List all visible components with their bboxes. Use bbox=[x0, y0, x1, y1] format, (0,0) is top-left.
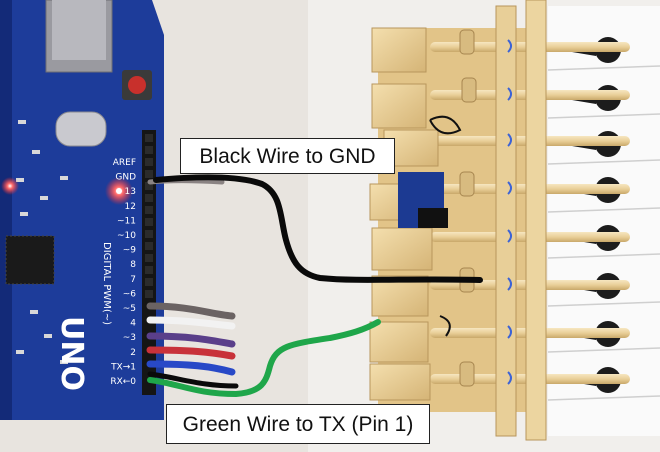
board-header-label: DIGITAL PWM(~) bbox=[101, 242, 112, 325]
callout-black-wire-gnd: Black Wire to GND bbox=[180, 138, 395, 174]
arduino-board bbox=[0, 0, 164, 420]
vertical-rail-left bbox=[495, 5, 517, 437]
microcontroller-chip bbox=[6, 236, 54, 284]
pin-label: ~11 bbox=[117, 216, 136, 226]
pin-label: RX←0 bbox=[110, 377, 136, 387]
pin-label: AREF bbox=[113, 158, 136, 168]
wire-blue bbox=[146, 360, 236, 376]
jumper-wires bbox=[146, 178, 236, 376]
pin-label: ~6 bbox=[123, 289, 137, 299]
rubber-bands bbox=[507, 39, 512, 385]
wire-red bbox=[146, 346, 236, 360]
callout-green-wire-tx: Green Wire to TX (Pin 1) bbox=[166, 404, 430, 444]
pin-label: ~9 bbox=[123, 246, 137, 256]
pin-label: 7 bbox=[130, 275, 136, 285]
pin-label: 2 bbox=[130, 348, 136, 358]
crystal-oscillator bbox=[55, 111, 107, 147]
pin-label: ~3 bbox=[123, 333, 136, 343]
mechanism-panel bbox=[308, 0, 660, 452]
pin-label: ~10 bbox=[117, 231, 136, 241]
wire-gray bbox=[146, 302, 236, 320]
vertical-rail-right bbox=[525, 0, 547, 441]
key-strips bbox=[547, 6, 660, 436]
pin-header bbox=[142, 130, 156, 395]
pin-label: GND bbox=[115, 173, 136, 183]
wire-purple bbox=[146, 332, 236, 348]
pin-label: 4 bbox=[130, 319, 136, 329]
board-model-label: UNO bbox=[54, 316, 89, 391]
wire-white bbox=[146, 316, 236, 330]
pin-label: ~5 bbox=[123, 304, 136, 314]
pin-label: 13 bbox=[125, 187, 136, 197]
mounted-electronics bbox=[398, 115, 462, 337]
pin-label: 12 bbox=[125, 202, 136, 212]
pin-label-column: AREF GND 13 12 ~11 ~10 ~9 8 7 ~6 ~5 4 ~3 2TX→1RX←0 bbox=[110, 158, 136, 387]
pin-label: 8 bbox=[130, 260, 136, 270]
wire-black-lower bbox=[147, 371, 239, 389]
black-wire bbox=[153, 174, 483, 283]
green-wire bbox=[147, 319, 381, 398]
pin-label: TX→1 bbox=[110, 362, 136, 372]
arduino-panel: UNO DIGITAL PWM(~) AREF GND 13 12 ~11 ~10 ~9 8 7… bbox=[0, 0, 308, 452]
